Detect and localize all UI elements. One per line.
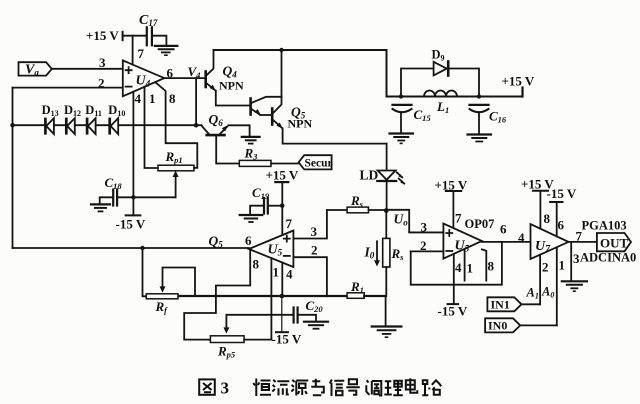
- svg-text:OP07: OP07: [465, 217, 495, 231]
- svg-text:+15 V: +15 V: [521, 177, 554, 192]
- svg-text:-15 V: -15 V: [272, 332, 302, 347]
- svg-text:1: 1: [273, 265, 280, 280]
- svg-text:8: 8: [169, 91, 176, 106]
- svg-text:Rs: Rs: [391, 246, 405, 262]
- svg-text:6: 6: [558, 218, 565, 233]
- svg-text:R1: R1: [350, 279, 364, 295]
- svg-text:Uo: Uo: [394, 212, 409, 228]
- svg-text:L1: L1: [436, 99, 449, 115]
- svg-text:NPN: NPN: [219, 79, 244, 93]
- svg-text:Secur: Secur: [305, 158, 333, 170]
- svg-text:+15 V: +15 V: [502, 74, 535, 89]
- svg-text:4: 4: [518, 230, 525, 245]
- svg-text:3: 3: [421, 220, 428, 235]
- svg-text:-15 V: -15 V: [547, 186, 577, 201]
- svg-text:D11: D11: [85, 103, 102, 118]
- svg-text:3: 3: [221, 379, 230, 398]
- svg-text:+15 V: +15 V: [266, 168, 299, 183]
- svg-text:7: 7: [576, 229, 583, 244]
- svg-text:2: 2: [311, 243, 318, 258]
- svg-text:1: 1: [467, 261, 474, 276]
- svg-text:ADCINA0: ADCINA0: [580, 251, 636, 265]
- svg-text:3: 3: [573, 251, 580, 266]
- svg-text:D12: D12: [64, 103, 81, 118]
- svg-text:4: 4: [135, 91, 142, 106]
- svg-text:6: 6: [500, 222, 507, 237]
- svg-text:PGA103: PGA103: [582, 219, 627, 233]
- svg-text:V4: V4: [188, 64, 201, 80]
- svg-text:D10: D10: [108, 103, 125, 118]
- svg-text:1: 1: [149, 91, 156, 106]
- svg-text:C16: C16: [489, 109, 507, 125]
- svg-text:D9: D9: [432, 48, 445, 63]
- svg-text:-15 V: -15 V: [438, 304, 468, 319]
- svg-text:C18: C18: [105, 175, 123, 191]
- svg-text:R3: R3: [244, 146, 259, 162]
- svg-text:IN0: IN0: [488, 319, 507, 333]
- svg-text:Rp5: Rp5: [217, 344, 236, 360]
- svg-text:+15 V: +15 V: [86, 28, 119, 43]
- svg-text:C15: C15: [414, 107, 432, 123]
- svg-text:2: 2: [542, 260, 549, 275]
- svg-text:D13: D13: [42, 103, 59, 118]
- svg-text:NPN: NPN: [288, 117, 313, 131]
- svg-text:8: 8: [253, 257, 260, 272]
- svg-text:OUT: OUT: [600, 236, 629, 251]
- svg-text:7: 7: [138, 46, 145, 61]
- svg-text:6: 6: [167, 66, 174, 81]
- svg-text:A1: A1: [526, 286, 539, 301]
- svg-text:IN1: IN1: [491, 298, 510, 312]
- svg-text:I0: I0: [364, 245, 375, 261]
- svg-text:Rs: Rs: [350, 193, 364, 209]
- svg-text:4: 4: [286, 267, 293, 282]
- svg-text:2: 2: [98, 76, 105, 91]
- svg-text:8: 8: [544, 211, 551, 226]
- svg-text:3: 3: [99, 55, 106, 70]
- svg-text:7: 7: [455, 211, 462, 226]
- svg-text:8: 8: [488, 259, 495, 274]
- svg-text:-15 V: -15 V: [116, 217, 146, 232]
- svg-text:C17: C17: [139, 13, 158, 28]
- svg-text:Rf: Rf: [155, 299, 169, 315]
- svg-text:3: 3: [311, 224, 318, 239]
- svg-text:C19: C19: [252, 185, 270, 201]
- svg-text:Q5: Q5: [209, 234, 224, 250]
- svg-text:4: 4: [455, 260, 462, 275]
- svg-text:LD: LD: [360, 168, 379, 183]
- svg-text:Rp1: Rp1: [165, 149, 183, 165]
- svg-text:1: 1: [559, 258, 566, 273]
- svg-text:+15 V: +15 V: [435, 178, 468, 193]
- svg-text:6: 6: [245, 233, 252, 248]
- svg-text:7: 7: [286, 216, 293, 231]
- svg-text:2: 2: [420, 238, 427, 253]
- svg-text:Q4: Q4: [223, 64, 238, 80]
- svg-text:A0: A0: [541, 285, 554, 300]
- svg-text:C20: C20: [306, 298, 324, 314]
- svg-text:Q6: Q6: [209, 112, 224, 128]
